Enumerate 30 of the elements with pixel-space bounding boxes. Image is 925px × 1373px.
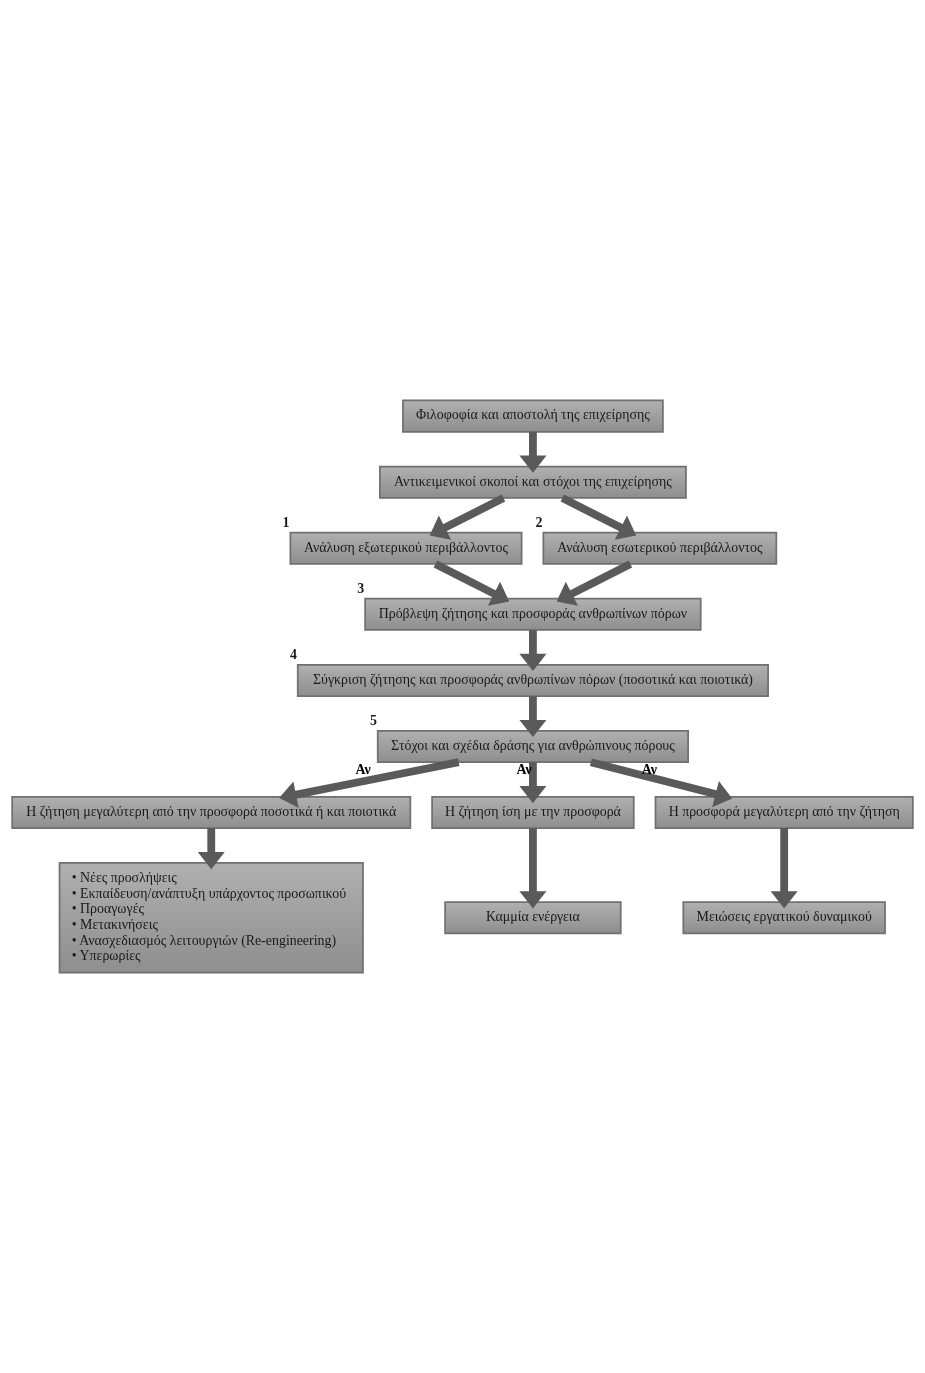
node-box: Η ζήτηση μεγαλύτερη από την προσφορά ποσοτικά ή και ποιοτικά	[11, 796, 412, 830]
arrow	[519, 431, 547, 473]
arrow	[197, 828, 225, 870]
node-label: 2	[535, 515, 543, 531]
node-box: Η προσφορά μεγαλύτερη από την ζήτηση	[654, 796, 914, 830]
node-box: Στόχοι και σχέδια δράσης για ανθρώπινους πόρους	[376, 729, 689, 763]
arrow	[560, 494, 637, 540]
node-box: Πρόβλεψη ζήτησης και προσφοράς ανθρωπίνων πόρων	[364, 597, 702, 631]
arrow	[433, 560, 510, 606]
node-label: 1	[282, 515, 290, 531]
edge-label: Αν	[641, 762, 657, 778]
node-label: 5	[369, 713, 377, 729]
node-box: • Νέες προσλήψεις • Εκπαίδευση/ανάπτυξη υπάρχοντος προσωπικού • Προαγωγές • Μετακινήσεις • Ανασχεδιασμός λειτουργιών (Re-engineering) • Υπερωρίες	[58, 862, 364, 974]
node-box: Ανάλυση εξωτερικού περιβάλλοντος	[289, 531, 523, 565]
node-box: Σύγκριση ζήτησης και προσφοράς ανθρωπίνων πόρων (ποσοτικά και ποιοτικά)	[296, 663, 769, 697]
node-box: Καμμία ενέργεια	[444, 901, 622, 935]
node-box: Αντικειμενικοί σκοποί και στόχοι της επιχείρησης	[379, 465, 687, 499]
edge-label: Αν	[355, 762, 371, 778]
node-label: 3	[357, 581, 365, 597]
node-box: Φιλοφοφία και αποστολή της επιχείρησης	[402, 399, 664, 433]
arrow	[429, 494, 506, 540]
node-box: Ανάλυση εσωτερικού περιβάλλοντος	[542, 531, 778, 565]
arrow	[519, 630, 547, 671]
node-box: Η ζήτηση ίση με την προσφορά	[431, 796, 635, 830]
arrow	[519, 696, 547, 738]
arrow	[770, 828, 798, 909]
arrow	[556, 560, 633, 606]
arrow	[519, 828, 547, 909]
node-box: Μειώσεις εργατικού δυναμικού	[682, 901, 886, 935]
node-label: 4	[289, 647, 297, 663]
